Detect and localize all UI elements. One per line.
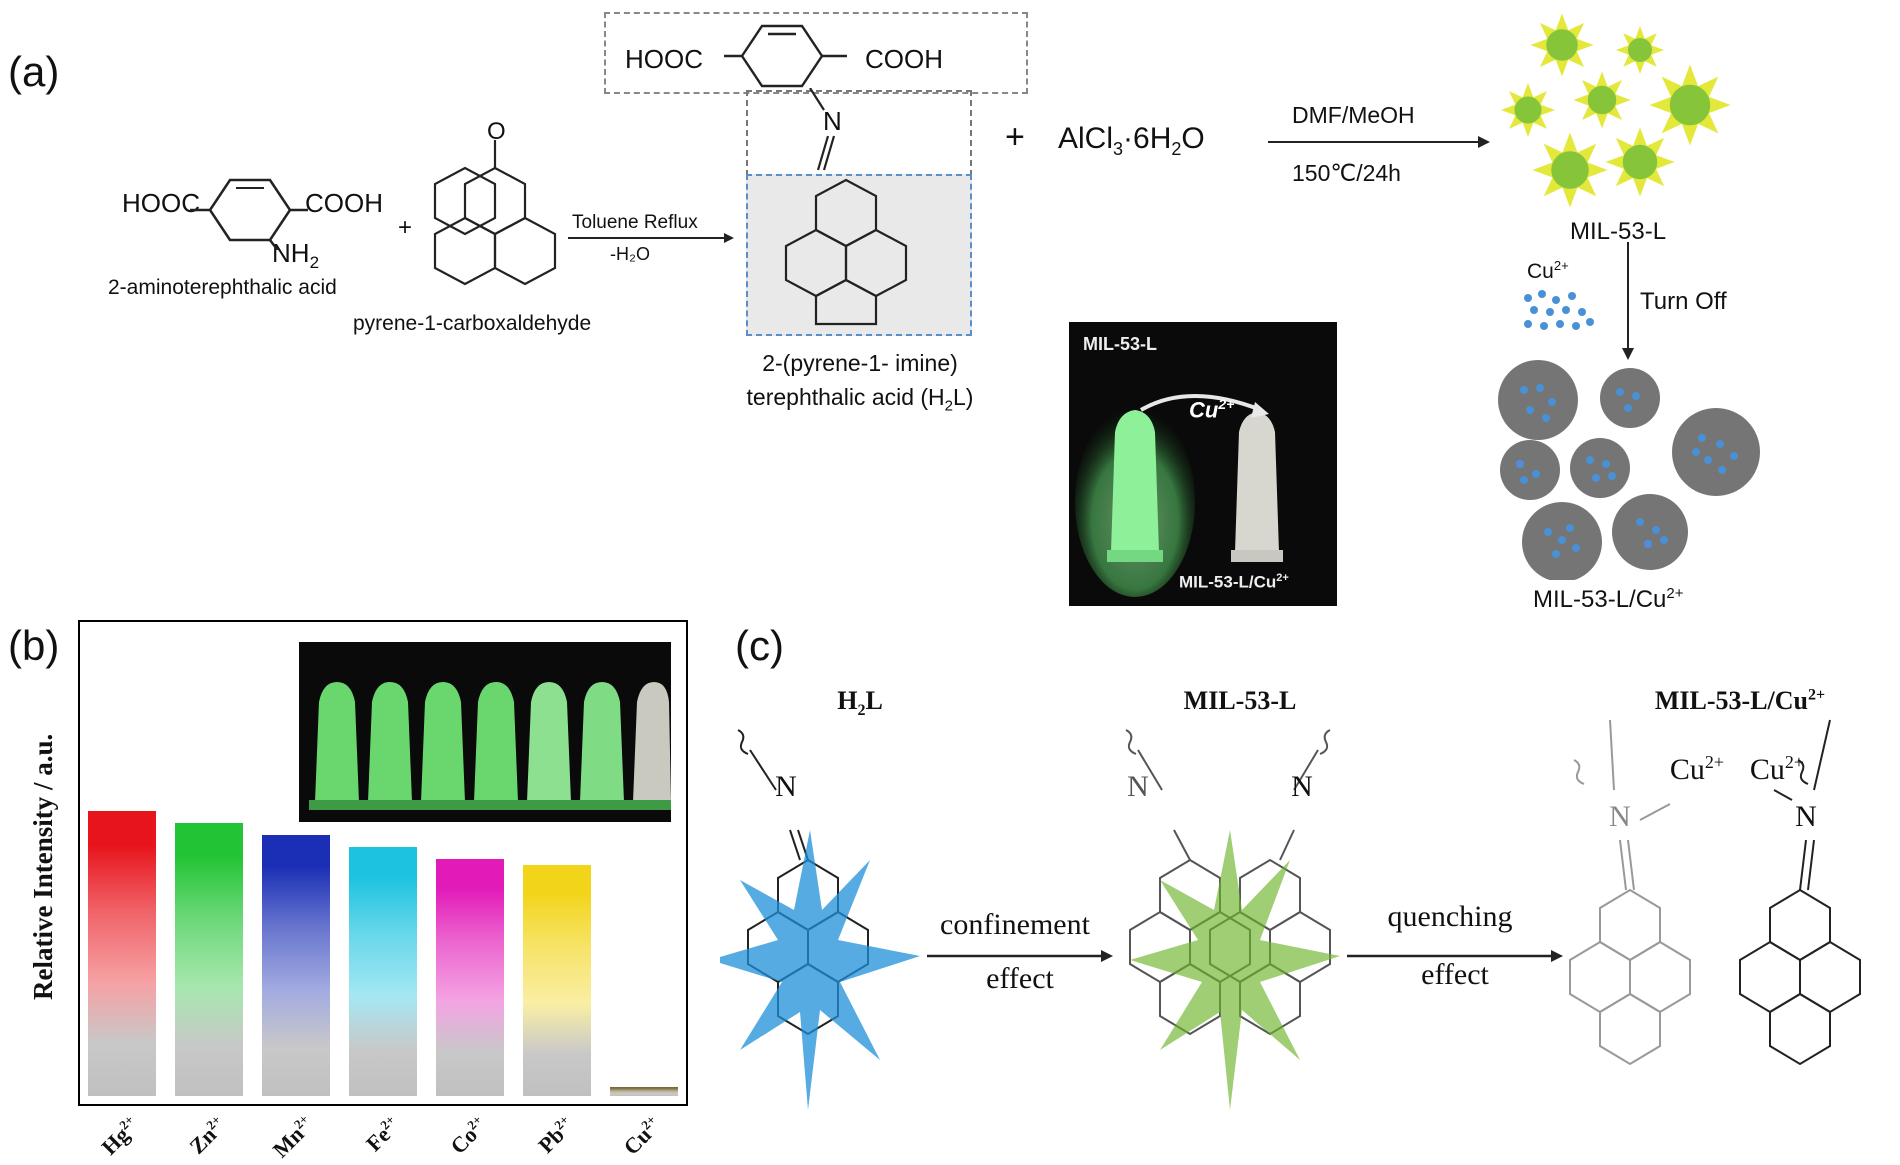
- imine-bond: [809, 88, 836, 171]
- bar-zn: [175, 823, 243, 1096]
- quenched-particles-illustration: [1498, 360, 1760, 580]
- pyrene-aldehyde-structure: [433, 140, 557, 286]
- ligand-cooh: COOH: [865, 44, 943, 74]
- c-title-mof-cu: MIL-53-L/Cu2+: [1654, 686, 1826, 715]
- benzene-ring-1: [190, 178, 308, 250]
- x-tick-zn: Zn2+: [184, 1112, 224, 1159]
- photo-label-bottom: MIL-53-L/Cu2+: [1179, 572, 1289, 592]
- bar-chart-frame: [78, 620, 688, 1106]
- cu-ions-dots: [1524, 290, 1594, 330]
- carboxylate-dashed-box: [604, 12, 1028, 94]
- plus-sign-2: +: [1005, 118, 1025, 156]
- panel-a-label: (a): [8, 48, 60, 95]
- bar-mn: [262, 835, 330, 1096]
- pyrene-dashed-box: [746, 174, 972, 336]
- photo-label-top: MIL-53-L: [1083, 334, 1157, 354]
- reactant1-name: 2-aminoterephthalic acid: [108, 276, 337, 299]
- step2-condition-bottom: 150℃/24h: [1292, 160, 1401, 186]
- c-title-mof: MIL-53-L: [1183, 686, 1297, 715]
- c-title-h2l: H2L: [837, 686, 883, 720]
- arrow2-label-top: quenching: [1387, 900, 1513, 933]
- chart-x-tick-labels: Hg2+ Zn2+ Mn2+ Fe2+ Co2+ Pb2+ Cu2+: [78, 1104, 684, 1164]
- cu-ion-label: Cu2+: [1527, 258, 1569, 283]
- reactant1-nh2: NH2: [272, 238, 320, 273]
- bar-chart-plot-area: [80, 622, 686, 1100]
- aldehyde-oxygen: O: [487, 118, 506, 145]
- turn-off-arrow: [1622, 242, 1634, 360]
- chart-y-axis-label: Relative Intensity / a.u.: [28, 733, 58, 1000]
- ligand-pyrene-structure: [784, 178, 908, 326]
- x-tick-cu: Cu2+: [618, 1112, 659, 1160]
- reactant1-hooc: HOOC: [122, 188, 200, 218]
- mof-label: MIL-53-L: [1570, 218, 1667, 245]
- mof-n-label-left: N: [1127, 770, 1149, 803]
- vials-inset-drawing: [309, 682, 671, 810]
- bar-pb: [523, 865, 591, 1096]
- aluminum-salt: AlCl3·6H2O: [1058, 122, 1205, 159]
- cu-label-right: Cu2+: [1749, 752, 1805, 786]
- turn-off-label: Turn Off: [1640, 288, 1727, 315]
- x-tick-hg: Hg2+: [96, 1112, 137, 1160]
- ligand-name-line2: terephthalic acid (H2L): [746, 384, 974, 415]
- step1-arrow: [568, 233, 734, 243]
- reactant2-name: pyrene-1-carboxaldehyde: [353, 312, 592, 335]
- h2l-n-label: N: [775, 770, 797, 803]
- h2l-glowing-structure: [720, 729, 920, 1110]
- reactant1-cooh: COOH: [305, 188, 383, 218]
- x-tick-pb: Pb2+: [533, 1112, 572, 1158]
- ligand-hooc: HOOC: [625, 44, 703, 74]
- x-tick-co: Co2+: [445, 1112, 485, 1159]
- quenching-arrow: [1347, 950, 1563, 962]
- quenched-complex-structures: [1569, 719, 1861, 1066]
- arrow2-label-bottom: effect: [1421, 958, 1489, 991]
- x-tick-fe: Fe2+: [360, 1112, 398, 1157]
- x-tick-mn: Mn2+: [267, 1111, 312, 1163]
- bar-cu: [610, 1087, 678, 1096]
- step2-condition-top: DMF/MeOH: [1292, 102, 1415, 128]
- panel-b-label: (b): [8, 622, 60, 669]
- mof-glowing-structure: [1125, 729, 1340, 1110]
- ligand-benzene-ring: [724, 24, 847, 88]
- confinement-arrow: [927, 950, 1113, 962]
- bar-fe: [349, 847, 417, 1096]
- step1-condition-bottom: -H₂O: [610, 244, 650, 264]
- ligand-name-line1: 2-(pyrene-1- imine): [762, 350, 958, 376]
- bar-hg: [88, 811, 156, 1096]
- quenched-n-label-right: N: [1795, 800, 1817, 833]
- step1-condition-top: Toluene Reflux: [572, 212, 698, 233]
- panel-c-label: (c): [735, 622, 784, 669]
- arrow1-label-bottom: effect: [986, 962, 1054, 995]
- photo-cu-label: Cu2+: [1189, 396, 1235, 423]
- cu-label-left: Cu2+: [1669, 752, 1725, 786]
- mof-n-label-right: N: [1291, 770, 1313, 803]
- quenched-n-label-left: N: [1609, 800, 1631, 833]
- arrow1-label-top: confinement: [940, 908, 1090, 941]
- quenched-label: MIL-53-L/Cu2+: [1533, 585, 1684, 613]
- vials-inset-photo: [299, 642, 671, 822]
- mof-crystals-illustration: [1501, 13, 1731, 208]
- vial-photo-drawing: [1075, 394, 1283, 597]
- plus-sign-1: +: [398, 214, 413, 241]
- ligand-imine-n: N: [823, 106, 842, 136]
- step2-arrow: [1268, 136, 1490, 148]
- bar-co: [436, 859, 504, 1096]
- vial-photo: MIL-53-L Cu2+ MIL-53-L/Cu2+: [1069, 322, 1337, 606]
